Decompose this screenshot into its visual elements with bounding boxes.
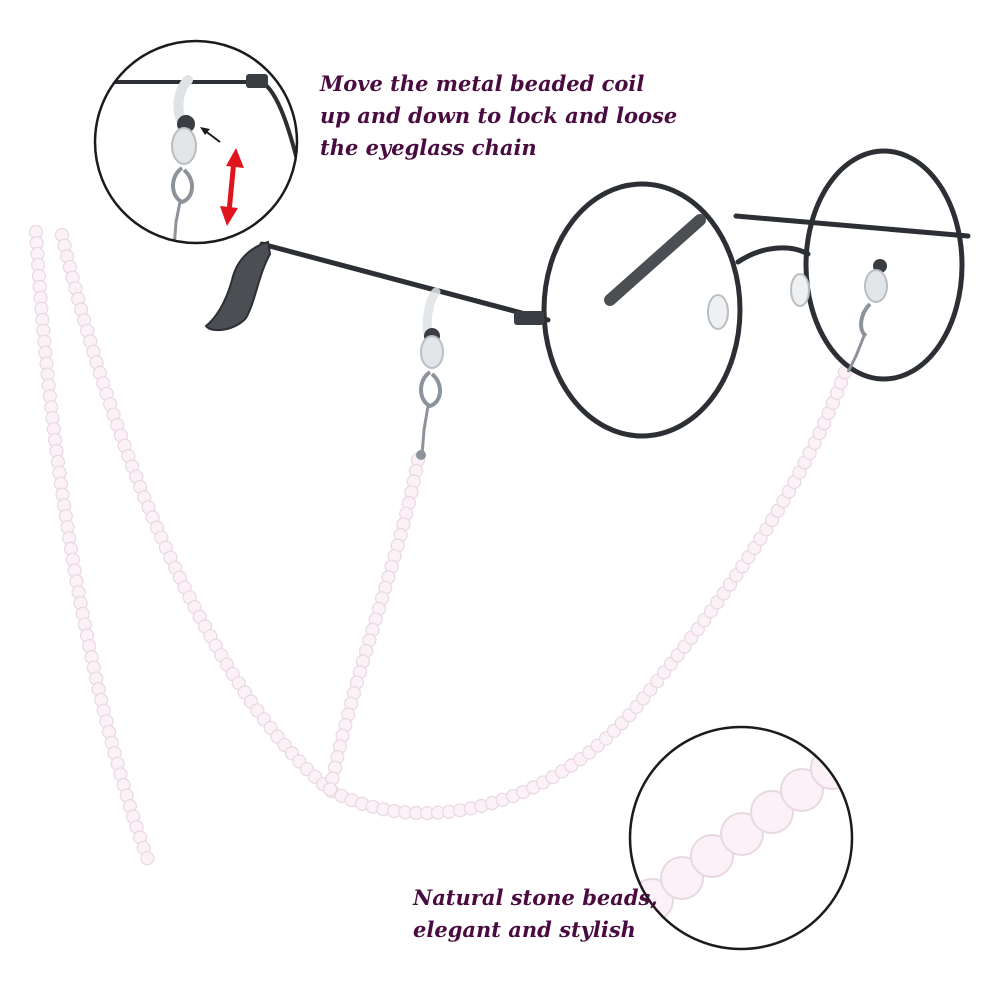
beads [28, 224, 853, 866]
near-chain-clasp [416, 287, 444, 460]
beads-caption: Natural stone beads, elegant and stylish [413, 882, 658, 946]
bead-chain [28, 224, 853, 866]
caption-line: Move the metal beaded coil [320, 71, 645, 96]
magnified-bead [780, 768, 824, 812]
pointer-arrow-icon [200, 127, 221, 143]
far-chain-clasp [846, 259, 888, 373]
coil-lock-caption: Move the metal beaded coil up and down t… [320, 68, 677, 164]
magnified-bead [690, 834, 734, 878]
bead [323, 782, 338, 797]
right-lens [803, 148, 965, 382]
caption-line: up and down to lock and loose [320, 103, 678, 128]
coil-detail-circle [93, 39, 299, 245]
nose-pad-left [707, 294, 729, 330]
bead [140, 851, 155, 866]
bridge [735, 245, 811, 265]
magnified-bead [750, 790, 794, 834]
magnified-bead [660, 856, 704, 900]
round-eyeglasses [204, 148, 971, 460]
caption-line: elegant and stylish [413, 917, 636, 942]
near-temple-arm [259, 241, 551, 323]
far-temple-arm [733, 213, 971, 239]
magnified-bead [720, 812, 764, 856]
magnified-bead [840, 727, 852, 768]
magnified-bead [810, 746, 852, 790]
caption-line: Natural stone beads, [413, 885, 658, 910]
inner-temple-left [604, 214, 706, 306]
hinge [514, 311, 544, 325]
nose-pad-right [790, 273, 810, 307]
double-headed-arrow-icon [220, 148, 244, 226]
bead-detail-circle [628, 725, 854, 951]
temple-tip [204, 240, 272, 332]
caption-line: the eyeglass chain [320, 135, 537, 160]
left-lens [541, 181, 743, 439]
